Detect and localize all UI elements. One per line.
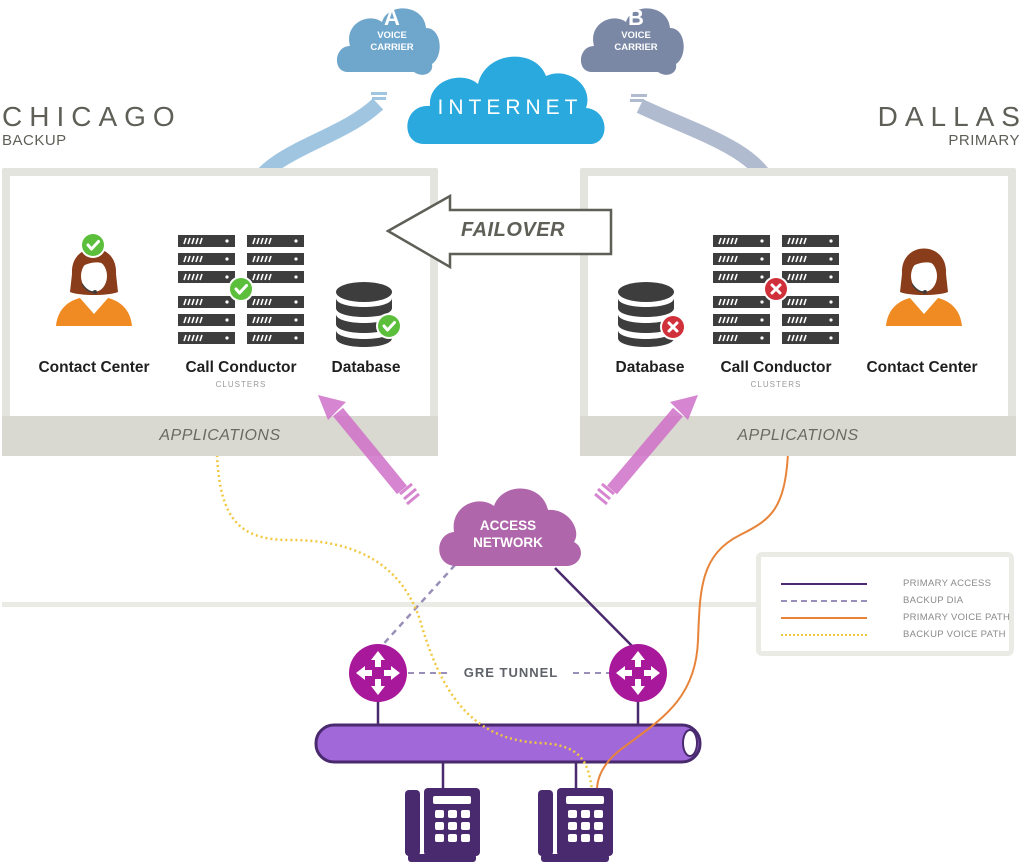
access-network-label: ACCESS NETWORK xyxy=(458,517,558,551)
component-label: Database xyxy=(615,359,685,376)
carrier-line2: CARRIER xyxy=(370,42,414,53)
component-sublabel: CLUSTERS xyxy=(215,380,267,389)
router-left xyxy=(349,644,407,702)
legend-swatch xyxy=(781,617,867,619)
carrier-a-label: A VOICE CARRIER xyxy=(352,6,432,54)
internet-cloud xyxy=(407,56,605,144)
carrier-a-cloud xyxy=(336,8,440,75)
component-label: Database xyxy=(331,359,401,376)
carrier-letter: A xyxy=(384,5,400,30)
backup-voice-path xyxy=(215,454,594,791)
carrier-line2: CARRIER xyxy=(614,42,658,53)
component-label: Contact Center xyxy=(866,359,978,376)
site-role: BACKUP xyxy=(2,132,67,149)
site-role: PRIMARY xyxy=(948,132,1020,149)
legend-label: BACKUP VOICE PATH xyxy=(903,629,1006,640)
divider-line xyxy=(2,602,754,607)
legend-label: PRIMARY VOICE PATH xyxy=(903,612,1011,623)
site-name: DALLAS xyxy=(877,101,1024,132)
panel-footer: APPLICATIONS xyxy=(580,416,1016,456)
router-right xyxy=(609,644,667,702)
legend-item-primary-voice-path: PRIMARY VOICE PATH xyxy=(781,610,1010,626)
panel-footer: APPLICATIONS xyxy=(2,416,438,456)
site-heading-dallas: DALLAS PRIMARY xyxy=(878,102,1020,150)
legend-item-primary-access: PRIMARY ACCESS xyxy=(781,576,1001,592)
legend: PRIMARY ACCESS BACKUP DIA PRIMARY VOICE … xyxy=(756,552,1014,656)
carrier-letter: B xyxy=(628,5,644,30)
component-label: Call Conductor xyxy=(185,359,297,376)
failover-label: FAILOVER xyxy=(460,219,565,241)
site-panel-dallas: APPLICATIONS xyxy=(580,168,1016,456)
site-name: CHICAGO xyxy=(2,101,182,132)
internet-label: INTERNET xyxy=(437,96,583,119)
component-label: Contact Center xyxy=(38,359,150,376)
site-panel-chicago: APPLICATIONS xyxy=(2,168,438,456)
carrier-b-label: B VOICE CARRIER xyxy=(596,6,676,54)
component-label: Call Conductor xyxy=(720,359,832,376)
legend-swatch xyxy=(781,600,867,602)
access-line2: NETWORK xyxy=(473,535,543,550)
site-heading-chicago: CHICAGO BACKUP xyxy=(2,102,182,150)
legend-label: PRIMARY ACCESS xyxy=(903,578,992,589)
legend-connector xyxy=(740,602,760,607)
component-sublabel: CLUSTERS xyxy=(750,380,802,389)
desk-phone-icon xyxy=(538,788,613,862)
desk-phone-icon xyxy=(405,788,480,862)
access-line1: ACCESS xyxy=(479,518,537,533)
gre-tunnel-label: GRE TUNNEL xyxy=(463,665,559,680)
legend-item-backup-dia: BACKUP DIA xyxy=(781,593,1001,609)
lan-pipe xyxy=(314,723,702,764)
access-network-cloud xyxy=(439,488,581,566)
carrier-b-cloud xyxy=(580,8,684,75)
legend-label: BACKUP DIA xyxy=(903,595,964,606)
legend-swatch xyxy=(781,634,867,636)
legend-swatch xyxy=(781,583,867,585)
carrier-line1: VOICE xyxy=(377,30,407,41)
primary-voice-path xyxy=(596,452,789,789)
carrier-line1: VOICE xyxy=(621,30,651,41)
legend-item-backup-voice-path: BACKUP VOICE PATH xyxy=(781,627,1005,643)
primary-access-line xyxy=(554,567,637,651)
